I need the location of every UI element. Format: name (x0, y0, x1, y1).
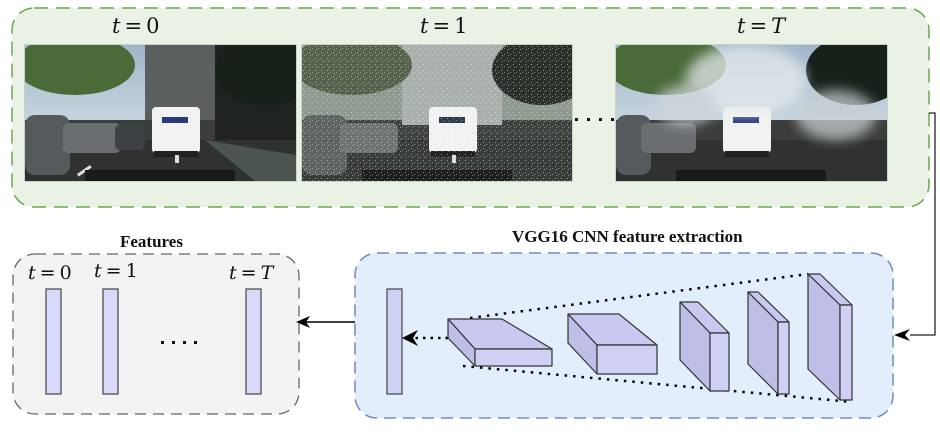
label-value: T (771, 14, 786, 38)
label-eq: = (39, 262, 56, 284)
conv-block-5 (807, 273, 853, 401)
feature-label-tT: t=T (229, 262, 273, 284)
cnn-title: VGG16 CNN feature extraction (512, 227, 743, 246)
conv-block-1 (447, 318, 553, 367)
feature-vector-t0 (45, 288, 62, 395)
frame-image-t0 (24, 44, 297, 182)
label-eq: = (240, 262, 257, 284)
cnn-output-vector (386, 288, 403, 395)
frame-label-t1: t=1 (420, 14, 467, 38)
features-ellipsis (161, 341, 197, 344)
feature-label-t1: t=1 (94, 260, 138, 282)
frame-label-t0: t=0 (112, 14, 159, 38)
label-var: t (420, 14, 429, 38)
label-var: t (112, 14, 121, 38)
frame-image-t1 (301, 44, 573, 182)
conv-block-3 (679, 301, 730, 392)
features-title: Features (120, 232, 183, 251)
features-panel (12, 253, 300, 415)
label-var: t (94, 260, 102, 282)
feature-label-t0: t=0 (28, 262, 72, 284)
label-value: 1 (125, 260, 138, 282)
feature-vector-t1 (102, 288, 119, 395)
label-var: t (229, 262, 237, 284)
arrowhead-icon (402, 330, 418, 346)
frames-ellipsis (575, 118, 614, 121)
frame-label-tT: t=T (737, 14, 785, 38)
label-value: 1 (454, 14, 468, 38)
label-var: t (28, 262, 36, 284)
envelope-top (469, 272, 809, 320)
label-var: t (737, 14, 746, 38)
label-value: 0 (146, 14, 160, 38)
arrowhead-icon (894, 329, 910, 341)
label-eq: = (105, 260, 122, 282)
frame-image-tT (615, 44, 888, 182)
arrowhead-icon (296, 316, 310, 328)
label-eq: = (749, 14, 768, 38)
label-value: T (260, 262, 274, 284)
label-value: 0 (59, 262, 72, 284)
feature-vector-tT (245, 288, 262, 395)
conv-block-2 (567, 313, 658, 375)
connector-input-to-cnn (910, 112, 936, 336)
conv-block-4 (747, 291, 790, 395)
label-eq: = (432, 14, 451, 38)
label-eq: = (124, 14, 143, 38)
